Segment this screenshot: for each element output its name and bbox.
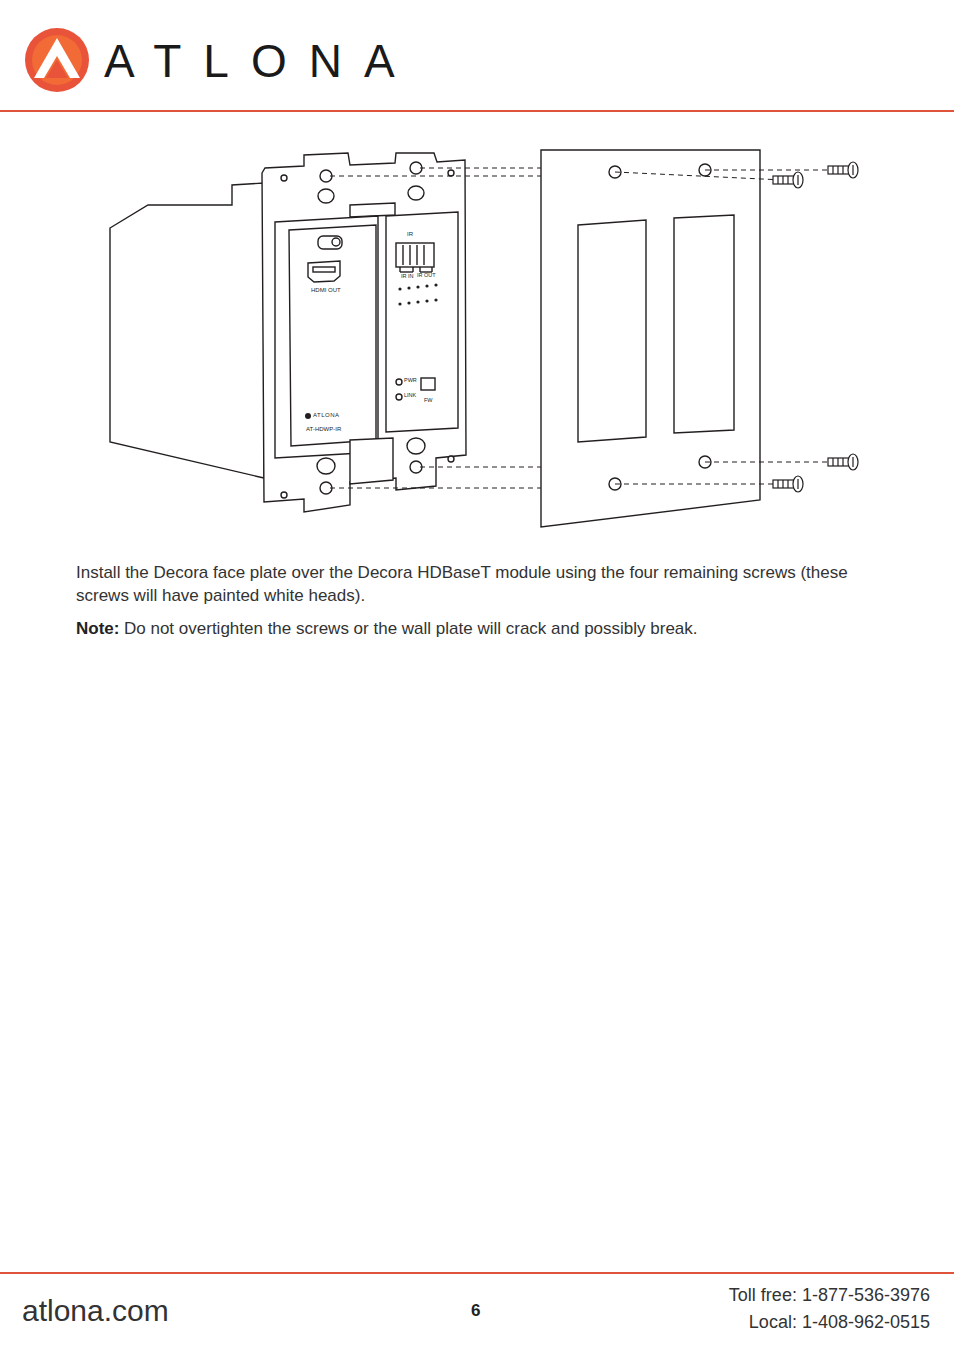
header-rule — [0, 110, 954, 112]
vent-dots — [305, 283, 438, 419]
led-label: PWR — [404, 377, 417, 384]
terminal-label: IR IN — [401, 273, 414, 280]
footer-phone: Local: 1-408-962-0515 — [749, 1312, 930, 1334]
terminal-label: IR OUT — [417, 272, 436, 279]
alignment-lines — [330, 168, 828, 488]
model-number: AT-HDWP-IR — [306, 426, 341, 433]
footer-url: atlona.com — [22, 1293, 169, 1329]
terminal-label: IR — [407, 231, 413, 238]
face-plate — [541, 150, 760, 527]
logo-wordmark: ATLONA — [104, 34, 417, 89]
led-label: LINK — [404, 392, 416, 399]
page-number: 6 — [471, 1301, 480, 1321]
port-label: FW — [424, 397, 433, 404]
port-label: HDMI OUT — [311, 287, 341, 294]
screws — [773, 162, 858, 492]
module-drawing — [110, 153, 466, 512]
note-heading: Note: — [76, 619, 119, 639]
footer-rule — [0, 1272, 954, 1274]
logo-icon — [25, 28, 89, 92]
note-text: Do not overtighten the screws or the wal… — [124, 619, 698, 639]
footer-phone: Toll free: 1-877-536-3976 — [729, 1285, 930, 1307]
body-text: Install the Decora face plate over the D… — [76, 561, 876, 607]
module-logo: ATLONA — [313, 412, 340, 419]
